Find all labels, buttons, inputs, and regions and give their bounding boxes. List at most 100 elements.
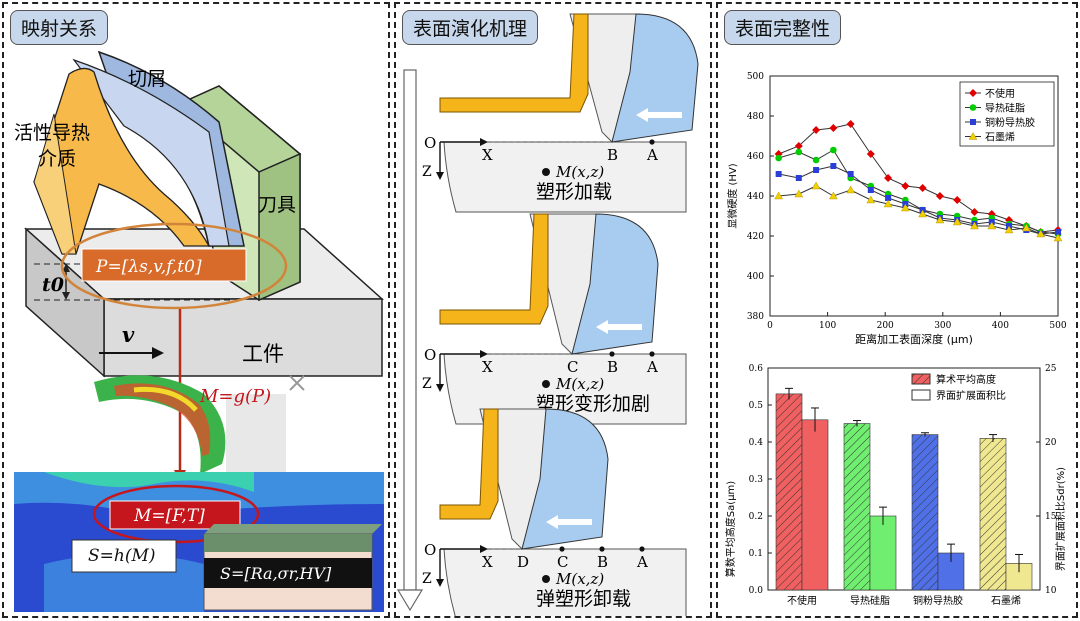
series-line: [778, 149, 1059, 235]
x-tick-label: 导热硅脂: [850, 594, 890, 607]
series-line: [778, 185, 1059, 239]
point-label: C: [567, 358, 578, 376]
data-point: [812, 126, 821, 134]
point-label: A: [646, 358, 658, 376]
mapping-illustration: [14, 50, 384, 612]
y-tick-label: 380: [747, 312, 764, 322]
x-tick-label: 石墨烯: [991, 594, 1021, 607]
data-point: [829, 124, 838, 132]
point-label: B: [607, 146, 618, 164]
bar-mean-height: [775, 393, 803, 591]
workpiece-section: [443, 548, 687, 616]
flow-arrow: [596, 320, 642, 334]
data-point: [970, 119, 976, 125]
stage-caption: 塑形加载: [536, 181, 612, 203]
series-石墨烯: [774, 181, 1063, 242]
point-label: A: [646, 146, 658, 164]
workpiece-section: [443, 141, 687, 213]
parameter-box: [81, 248, 247, 282]
panel-title: 表面演化机理: [402, 10, 539, 45]
data-point: [811, 181, 821, 190]
mapping-panel: 映射关系 切屑 活性导热 介质 刀具 工件 t0 v P=[λs,v,f,t0]…: [2, 2, 390, 618]
surface-box: [204, 558, 372, 588]
x-axis-head: [480, 545, 488, 553]
chip-section: [571, 213, 659, 355]
material-point-label: M(x,z): [555, 570, 604, 588]
x-axis-label: X: [482, 358, 493, 376]
x-tick-label: 400: [992, 321, 1009, 331]
data-point: [775, 171, 782, 177]
x-axis-label: X: [482, 146, 493, 164]
y-tick-label: 0.4: [749, 438, 764, 448]
legend-label: 铜粉导热胶: [985, 116, 1035, 129]
data-point: [970, 208, 979, 216]
velocity-label: v: [122, 322, 135, 347]
origin-label: O: [424, 346, 436, 364]
medium-layer: [439, 213, 549, 325]
y-tick-label: 460: [747, 152, 764, 162]
point-marker: [559, 546, 565, 552]
point-marker: [609, 351, 615, 357]
y-axis-label: 算数平均高度Sa(μm): [724, 481, 737, 577]
data-point: [1053, 233, 1063, 242]
material-point-label: M(x,z): [555, 375, 604, 393]
force-formula: M=[F,T]: [134, 506, 205, 526]
data-point: [884, 174, 893, 182]
data-point: [866, 195, 876, 204]
bar-mean-height: [911, 434, 939, 591]
material-point: [542, 168, 550, 176]
stage-caption: 弹塑形卸载: [536, 588, 631, 610]
depth-label: t0: [42, 274, 64, 296]
workpiece-label: 工件: [242, 342, 284, 366]
data-point: [969, 89, 977, 97]
data-point: [866, 150, 875, 158]
bar-mean-height: [843, 423, 871, 591]
map-h-label: S=h(M): [88, 546, 156, 566]
data-point: [918, 184, 927, 192]
x-tick-label: 500: [1049, 321, 1066, 331]
x-axis-label: X: [482, 553, 493, 571]
data-point: [829, 191, 838, 200]
z-axis-label: Z: [422, 571, 432, 587]
origin-label: O: [424, 134, 436, 152]
data-point: [795, 175, 802, 181]
data-point: [1021, 223, 1031, 232]
map-h-box: [71, 539, 177, 573]
thermal-medium: [33, 67, 211, 255]
legend-label: 算术平均高度: [936, 373, 996, 386]
data-point: [830, 146, 837, 154]
x-tick-label: 0: [767, 321, 773, 331]
legend-swatch: [911, 389, 931, 401]
data-point: [901, 203, 910, 212]
bar-mean-height: [979, 438, 1007, 591]
data-point: [847, 171, 854, 177]
y-tick-label: 0.5: [749, 401, 764, 411]
legend-swatch: [911, 373, 931, 385]
data-point: [846, 185, 855, 194]
x-axis-head: [480, 138, 488, 146]
data-point: [969, 104, 977, 111]
y-axis-label: 显微硬度 (HV): [726, 163, 739, 228]
data-point: [1036, 229, 1046, 238]
point-label: C: [557, 553, 568, 571]
point-marker: [649, 139, 655, 145]
y2-tick-label: 25: [1045, 364, 1057, 374]
legend-box: [959, 81, 1055, 147]
data-point: [1055, 229, 1061, 235]
z-axis-head: [436, 579, 444, 587]
data-point: [918, 209, 927, 218]
point-marker: [649, 351, 655, 357]
x-tick-label: 100: [819, 321, 836, 331]
chip-section: [521, 408, 609, 550]
y-tick-label: 0.3: [749, 475, 764, 485]
data-point: [935, 215, 945, 224]
x-tick-label: 铜粉导热胶: [913, 594, 963, 607]
chip-label: 切屑: [128, 68, 167, 90]
z-axis-head: [436, 384, 444, 392]
data-point: [795, 148, 803, 156]
